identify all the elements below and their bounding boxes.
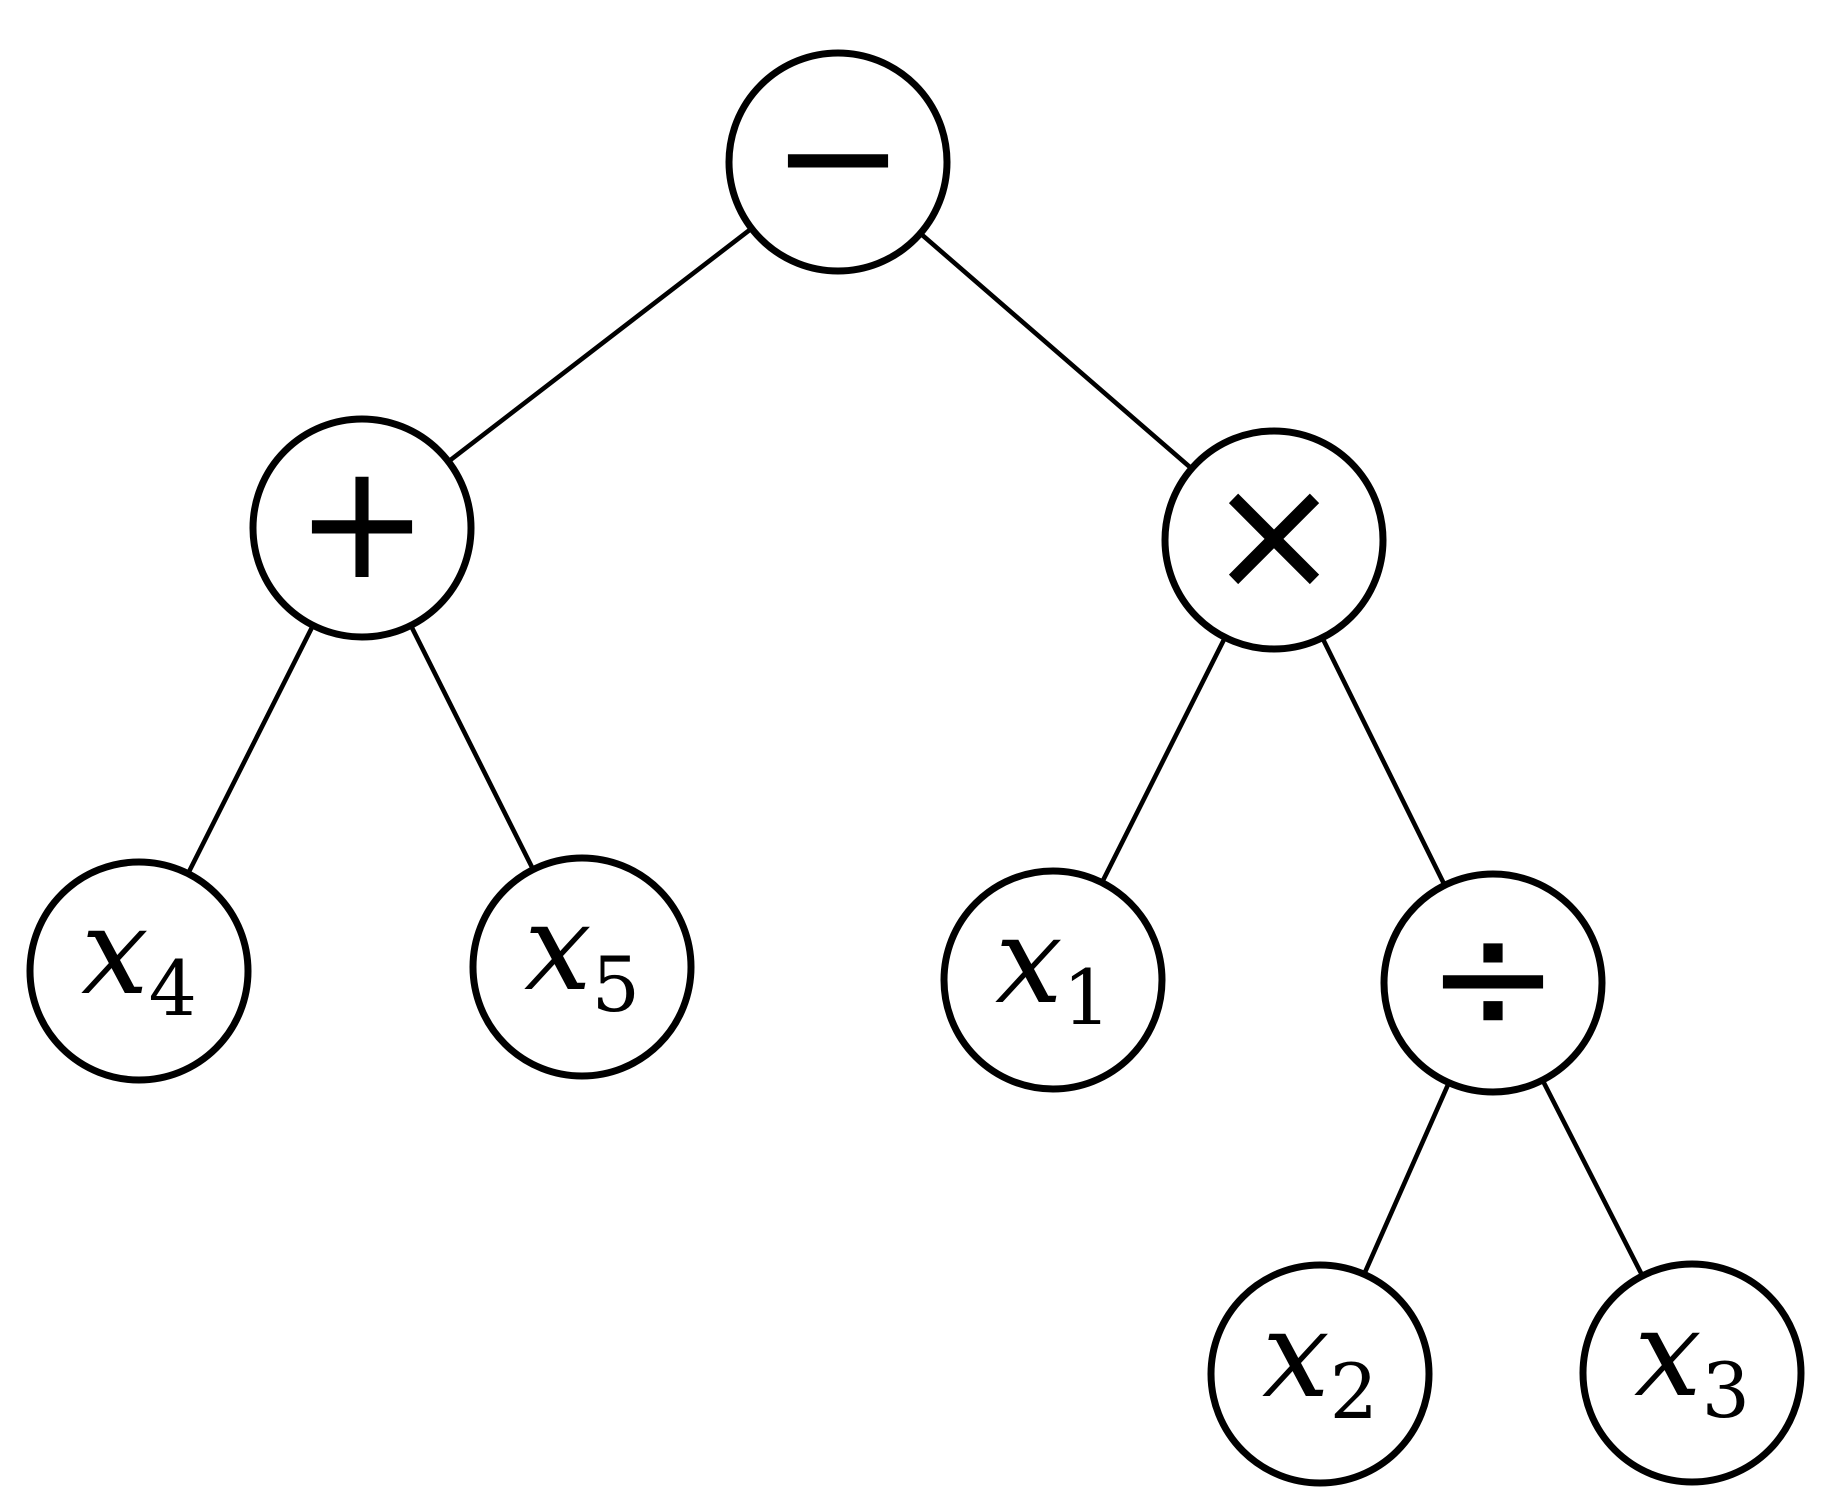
node-x2: x2 [1207,1261,1433,1487]
operator-label-divide: ÷ [1426,883,1560,1070]
node-divide: ÷ [1380,870,1606,1096]
variable-subscript-x2: 2 [1330,1347,1378,1436]
node-circle-x3 [1579,1260,1805,1486]
operator-label-minus: − [771,62,905,249]
variable-letter-x1: x [995,892,1063,1031]
variable-letter-x2: x [1262,1286,1330,1425]
node-times: × [1161,427,1387,653]
operator-label-times: × [1207,440,1341,627]
node-circle-x1 [940,867,1166,1093]
node-minus: − [725,49,951,275]
variable-label-x4: x4 [81,883,197,1033]
node-x5: x5 [469,854,695,1080]
variable-subscript-x5: 5 [592,940,640,1029]
variable-subscript-x1: 1 [1063,953,1111,1042]
variable-label-x5: x5 [524,879,640,1029]
node-circle-plus [249,415,475,641]
node-x4: x4 [26,858,252,1084]
node-circle-x2 [1207,1261,1433,1487]
variable-subscript-x4: 4 [149,944,197,1033]
variable-label-x1: x1 [995,892,1111,1042]
variable-subscript-x3: 3 [1702,1346,1750,1435]
variable-letter-x4: x [81,883,149,1022]
variable-label-x2: x2 [1262,1286,1378,1436]
node-circle-x5 [469,854,695,1080]
node-circle-minus [725,49,951,275]
node-x1: x1 [940,867,1166,1093]
node-plus: + [249,415,475,641]
node-circle-times [1161,427,1387,653]
variable-letter-x3: x [1634,1285,1702,1424]
variable-letter-x5: x [524,879,592,1018]
operator-label-plus: + [295,428,429,615]
variable-label-x3: x3 [1634,1285,1750,1435]
edges-layer [136,159,1695,1377]
node-circle-divide [1380,870,1606,1096]
node-x3: x3 [1579,1260,1805,1486]
node-circle-x4 [26,858,252,1084]
